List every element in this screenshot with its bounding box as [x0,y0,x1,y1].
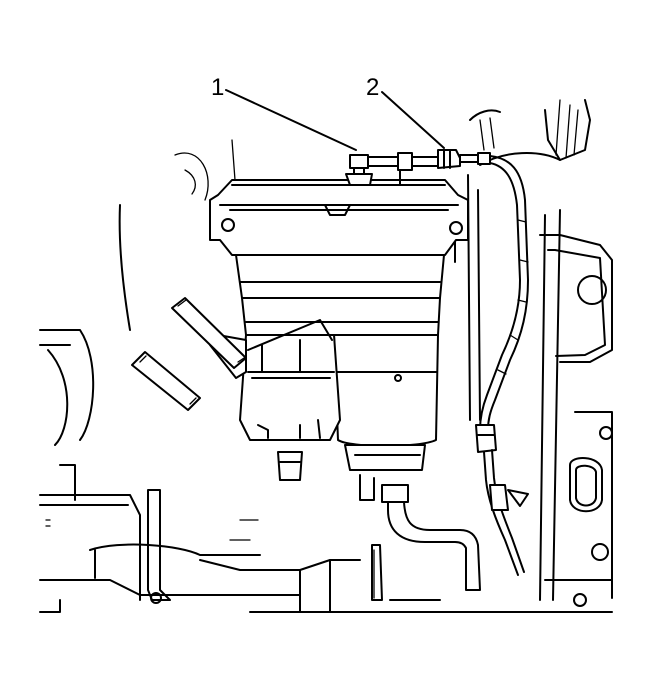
callout-label-2: 2 [366,74,380,101]
callout-leaders [225,89,445,151]
evap-canister [209,179,481,591]
vapor-tube-assembly [345,149,529,576]
mounting-slot-brackets [131,297,247,411]
leader-line-2 [381,91,445,149]
callout-label-1: 1 [211,74,225,101]
vehicle-body-structure [39,99,613,613]
leader-line-1 [225,89,357,151]
